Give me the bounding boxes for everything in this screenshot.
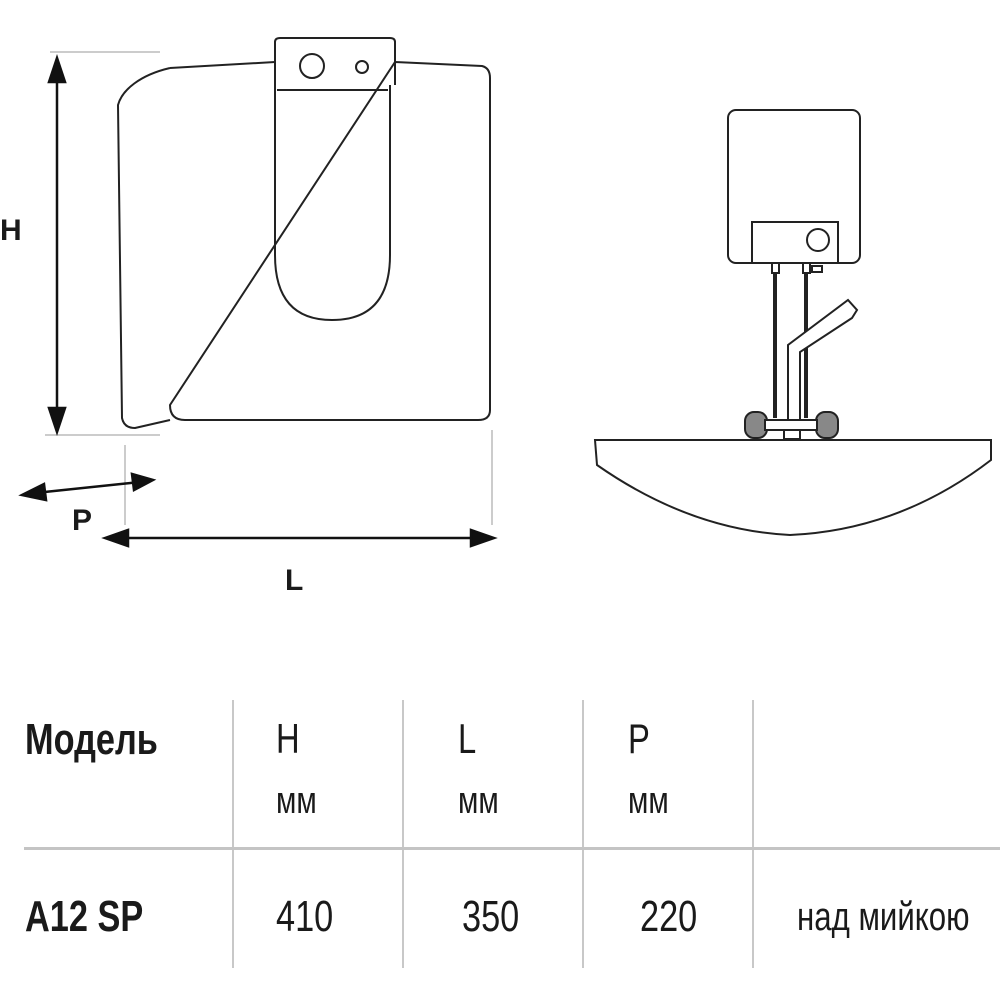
- arrowhead-icon: [469, 528, 498, 548]
- pipe-fitting: [802, 262, 811, 274]
- indicator-light-icon: [355, 60, 369, 74]
- heater-top-tab: [274, 37, 396, 85]
- row-h: 410: [276, 892, 334, 941]
- arrowhead-icon: [18, 482, 48, 502]
- unit-p: мм: [628, 780, 669, 822]
- heater-dimension-drawing: H P L: [0, 37, 992, 597]
- row-mounting: над мийкою: [797, 895, 970, 939]
- row-model: A12 SP: [25, 892, 144, 941]
- arrowhead-icon: [130, 472, 157, 492]
- header-l: L: [458, 715, 477, 762]
- header-p: P: [628, 715, 650, 762]
- row-p: 220: [640, 892, 698, 941]
- column-divider: [582, 700, 584, 968]
- column-divider: [232, 700, 234, 968]
- faucet-handle: [744, 411, 768, 439]
- control-panel: [751, 221, 839, 264]
- heater-front-body: [169, 61, 491, 421]
- unit-l: мм: [458, 780, 499, 822]
- arrowhead-icon: [47, 406, 67, 436]
- heater-body: [727, 109, 861, 264]
- column-divider: [402, 700, 404, 968]
- control-knob-icon: [299, 53, 325, 79]
- faucet-body: [764, 419, 818, 431]
- depth-label: P: [72, 504, 92, 537]
- row-l: 350: [462, 892, 520, 941]
- length-label: L: [285, 564, 303, 597]
- header-model: Модель: [25, 715, 158, 764]
- arrowhead-icon: [47, 54, 67, 84]
- heater-side-panel: [117, 67, 171, 429]
- header-h: H: [276, 715, 300, 762]
- heater-u-cutout: [274, 85, 391, 321]
- unit-h: мм: [276, 780, 317, 822]
- pipe-fitting: [771, 262, 780, 274]
- control-knob-icon: [806, 228, 830, 252]
- faucet-spout: [787, 298, 859, 430]
- depth-arrow: [34, 480, 141, 495]
- arrowhead-icon: [101, 528, 130, 548]
- faucet-handle: [815, 411, 839, 439]
- header-divider: [24, 847, 1000, 850]
- height-label: H: [0, 214, 22, 247]
- valve-fitting: [811, 265, 823, 273]
- column-divider: [752, 700, 754, 968]
- heater-over-sink-drawing: [593, 109, 992, 537]
- sink-basin: [593, 439, 992, 537]
- faucet-base: [783, 429, 801, 440]
